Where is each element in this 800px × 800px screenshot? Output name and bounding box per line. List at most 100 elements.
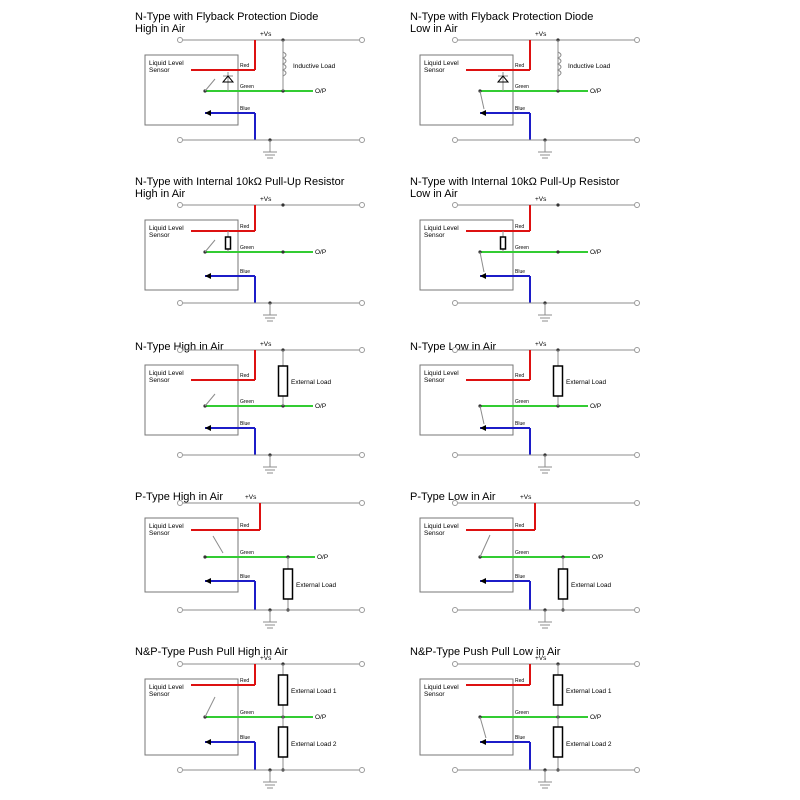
gnd-terminal-right: [359, 137, 365, 143]
diode-icon: [221, 75, 235, 83]
load-label: External Load: [291, 379, 331, 386]
blue-wire-label: Blue: [240, 421, 250, 427]
sensor-label-line2: Sensor: [149, 377, 170, 384]
external-load-resistor: [552, 365, 564, 397]
sensor-label-line2: Sensor: [424, 377, 445, 384]
blue-wire-label: Blue: [515, 574, 525, 580]
red-wire-label: Red: [515, 63, 524, 69]
vs-label: +Vs: [245, 494, 257, 501]
ground-symbol-icon: [538, 140, 552, 159]
ground-symbol-icon: [263, 140, 277, 159]
vs-terminal-right: [359, 500, 365, 506]
external-load-resistor: [557, 568, 569, 600]
vs-label: +Vs: [260, 341, 272, 348]
sensor-box: [419, 517, 514, 593]
gnd-terminal-left: [177, 452, 183, 458]
load-1-label: External Load 1: [566, 688, 612, 695]
green-wire-label: Green: [515, 550, 529, 556]
red-wire-label: Red: [515, 678, 524, 684]
sensor-box: [144, 219, 239, 291]
vs-terminal-left: [177, 347, 183, 353]
vs-terminal-right: [634, 37, 640, 43]
sensor-box: [419, 364, 514, 436]
green-wire-label: Green: [240, 84, 254, 90]
vs-label: +Vs: [260, 196, 272, 203]
gnd-terminal-left: [452, 607, 458, 613]
ground-junction: [268, 301, 272, 305]
ground-symbol-icon: [538, 770, 552, 789]
vs-terminal-right: [359, 347, 365, 353]
panel-title: P-Type Low in Air: [410, 491, 496, 503]
panel-title: N&P-Type Push Pull High in Air: [135, 646, 288, 658]
switch-blade: [479, 716, 487, 739]
ground-symbol-icon: [263, 770, 277, 789]
inductor-coil-icon: [556, 51, 562, 77]
pullup-resistor: [224, 236, 232, 250]
vs-terminal-left: [177, 37, 183, 43]
gnd-terminal-right: [359, 607, 365, 613]
external-load-1-resistor: [552, 674, 564, 706]
output-label: O/P: [317, 554, 328, 561]
gnd-terminal-right: [634, 300, 640, 306]
vs-label: +Vs: [535, 341, 547, 348]
load-label: Inductive Load: [293, 63, 336, 70]
red-wire-label: Red: [515, 523, 524, 529]
switch-blade: [479, 90, 485, 110]
sensor-label-line2: Sensor: [424, 232, 445, 239]
gnd-terminal-left: [177, 137, 183, 143]
sensor-box: [144, 364, 239, 436]
output-junction: [281, 250, 285, 254]
sensor-label-line2: Sensor: [424, 67, 445, 74]
vs-terminal-right: [634, 500, 640, 506]
external-load-2-resistor: [552, 726, 564, 758]
sensor-box: [419, 219, 514, 291]
vs-terminal-right: [634, 202, 640, 208]
gnd-terminal-left: [452, 767, 458, 773]
sensor-label-line2: Sensor: [149, 67, 170, 74]
switch-pivot: [203, 555, 207, 559]
sensor-label-line2: Sensor: [149, 530, 170, 537]
blue-arrow-icon: [480, 578, 486, 584]
switch-blade: [479, 534, 491, 558]
blue-wire-label: Blue: [515, 421, 525, 427]
blue-arrow-icon: [480, 425, 486, 431]
ground-symbol-icon: [538, 303, 552, 322]
blue-wire-label: Blue: [515, 735, 525, 741]
blue-wire-label: Blue: [240, 735, 250, 741]
vs-terminal-left: [452, 347, 458, 353]
green-wire-label: Green: [240, 399, 254, 405]
sensor-label-line1: Liquid Level: [149, 370, 184, 377]
vs-terminal-left: [177, 202, 183, 208]
green-wire-label: Green: [515, 84, 529, 90]
junction-dot: [281, 203, 285, 207]
vs-terminal-right: [359, 202, 365, 208]
green-wire-label: Green: [240, 245, 254, 251]
output-junction: [556, 250, 560, 254]
blue-wire-label: Blue: [240, 269, 250, 275]
gnd-terminal-left: [452, 452, 458, 458]
green-wire-label: Green: [240, 710, 254, 716]
sensor-label-line2: Sensor: [149, 232, 170, 239]
ground-symbol-icon: [263, 455, 277, 474]
red-wire-label: Red: [240, 523, 249, 529]
diode-icon: [496, 75, 510, 83]
vs-terminal-right: [359, 37, 365, 43]
gnd-terminal-right: [634, 767, 640, 773]
red-wire-label: Red: [240, 678, 249, 684]
panel-subtitle: High in Air: [135, 188, 185, 200]
sensor-label-line1: Liquid Level: [149, 60, 184, 67]
output-label: O/P: [590, 88, 601, 95]
red-wire-label: Red: [240, 373, 249, 379]
blue-arrow-icon: [205, 110, 211, 116]
blue-arrow-icon: [205, 578, 211, 584]
panel-3: N-Type with Internal 10kΩ Pull-Up Resist…: [135, 176, 365, 322]
ground-symbol-icon: [263, 303, 277, 322]
gnd-terminal-right: [634, 137, 640, 143]
gnd-terminal-left: [177, 607, 183, 613]
